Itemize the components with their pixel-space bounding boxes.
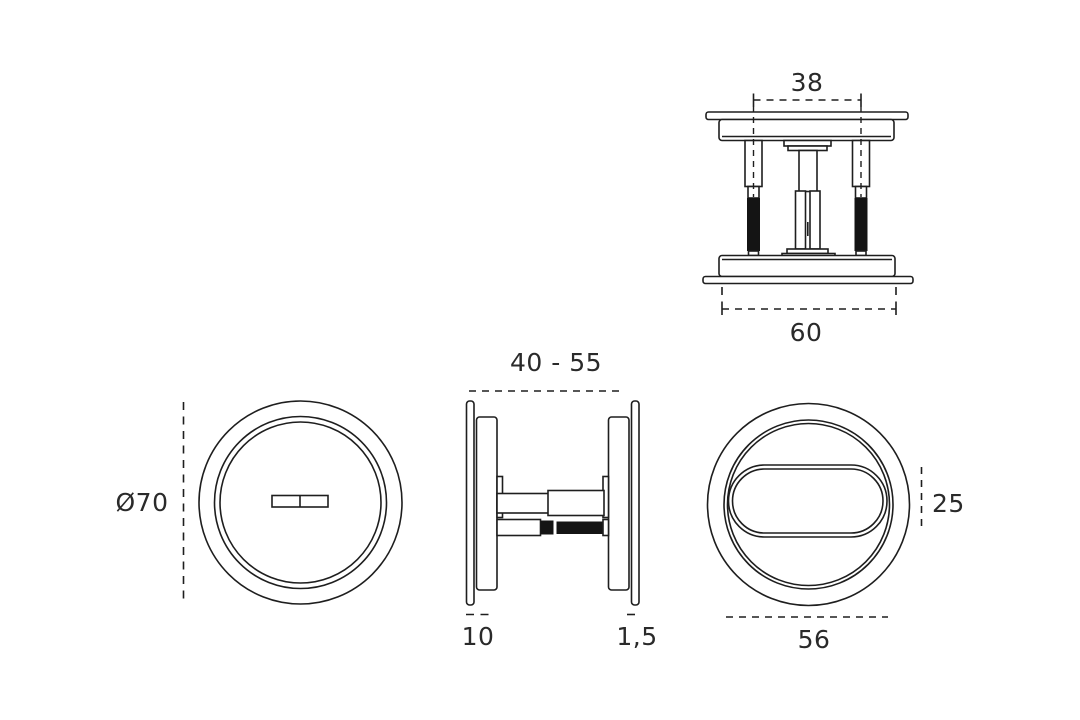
front-view-pull-side: 25 56 [706,402,965,654]
dimension-body-depth: 10 [462,613,495,651]
dim-label-door-thickness: 40 - 55 [510,348,602,377]
front-view-release-side: Ø70 [116,400,403,605]
dimension-rosette-diameter: Ø70 [116,402,185,599]
dim-label-recess-width: 56 [798,625,831,654]
dim-label-diameter: Ø70 [116,488,169,517]
right-rosette-body [607,416,630,591]
top-rosette-flange [705,111,909,121]
dim-label-flange-thickness: 1,5 [616,622,657,651]
dimension-door-thickness: 40 - 55 [469,348,623,392]
left-screw [744,139,763,257]
outer-rim-circle [198,400,403,605]
dimension-recess-width: 56 [726,616,888,654]
dim-label-body-depth: 10 [462,622,495,651]
recess-ring [213,415,388,590]
bottom-rosette-flange [702,275,914,285]
outer-rim-circle-pull [706,402,911,607]
pull-recess [727,464,888,538]
dim-label-38: 38 [791,68,824,97]
dimension-recess-height: 25 [920,467,965,531]
bottom-rosette-body [718,254,896,278]
inner-ring-inner [726,422,891,587]
top-rosette-body [718,118,895,142]
spindle-side [496,489,605,517]
side-view: 40 - 55 10 1,5 [462,348,658,651]
right-screw-thread [854,198,868,251]
connecting-screw-side [496,518,610,537]
section-view: 38 60 [702,68,914,347]
recess-highlight-ring [219,421,382,584]
spindle [781,139,836,260]
right-screw [851,139,871,257]
inner-ring-outer [723,419,894,590]
right-flange-lip [630,400,640,606]
left-rosette-body [475,416,498,591]
dim-label-recess-height: 25 [932,489,965,518]
dimension-screw-spacing: 38 [752,68,862,107]
dimension-flange-thickness: 1,5 [616,613,657,651]
release-slot [271,494,329,508]
left-screw-thread [747,198,760,251]
left-flange-lip [465,400,475,606]
dimension-rosette-edge-width: 60 [721,287,897,347]
dim-label-60: 60 [790,318,823,347]
